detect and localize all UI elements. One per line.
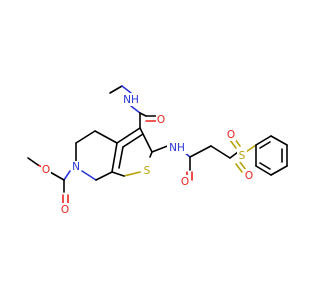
bond-so-top-1	[229, 139, 237, 149]
bond-carbamate-o	[49, 171, 65, 181]
atom-nh-mid: NH	[169, 142, 185, 154]
bond-c3-c3a	[116, 127, 141, 144]
atom-o-mid: O	[181, 176, 189, 188]
bond-ph-inner-3	[259, 162, 271, 170]
bond-c2-s	[149, 151, 153, 158]
bond-ch2-a	[189, 145, 212, 158]
atom-sulfonyl-s: S	[239, 150, 246, 162]
bond-s-phenyl	[245, 144, 257, 153]
atom-carbamate-o-carbonyl: O	[61, 204, 69, 216]
atom-sulfonyl-o-top: O	[227, 129, 235, 141]
bond-n6-carbamate	[63, 170, 71, 181]
bond-ph-4	[270, 165, 288, 176]
bond-ph-2	[270, 135, 288, 146]
bond-ph-5	[255, 165, 272, 176]
bond-ph-inner-1	[259, 141, 271, 149]
bond-methyl-n	[109, 85, 123, 94]
bond-layer	[27, 85, 288, 208]
molecule-diagram: NH O N O O S NH O S O O	[27, 85, 288, 216]
bond-ph-1	[255, 135, 272, 146]
bond-c7-c7a	[95, 171, 113, 181]
bond-nh-carbonyl-top	[130, 105, 141, 114]
atom-carbamate-o-ester: O	[42, 164, 50, 176]
bond-c3a-c4	[94, 130, 118, 144]
bond-c3a-c7a	[111, 142, 118, 173]
bond-c7a-join	[111, 171, 125, 177]
bond-so-bottom-1	[235, 163, 243, 173]
bond-c4-c5	[75, 130, 96, 144]
atom-o-top: O	[157, 114, 165, 126]
bond-so-bottom-2	[239, 161, 247, 171]
bond-nh-top	[121, 85, 132, 94]
bond-n6-c7	[81, 170, 97, 181]
bond-s-c7a	[123, 171, 141, 177]
atom-label-layer: NH O N O O S NH O S O O	[41, 93, 254, 216]
bond-c3-c3a-double	[122, 133, 144, 148]
atom-sulfonyl-o-bottom: O	[245, 170, 253, 182]
bond-c3a-c7a-inner	[118, 146, 124, 169]
atom-ring-n: N	[72, 161, 80, 173]
bond-carbonyl-top-a	[139, 112, 147, 117]
atom-nh-top: NH	[123, 94, 139, 106]
bond-ch2-b	[210, 145, 231, 159]
bond-ch2-s	[229, 151, 239, 159]
bond-c3-c2	[139, 127, 153, 153]
atom-thiophene-s: S	[144, 165, 151, 177]
bond-o-methyl-b	[27, 157, 39, 166]
